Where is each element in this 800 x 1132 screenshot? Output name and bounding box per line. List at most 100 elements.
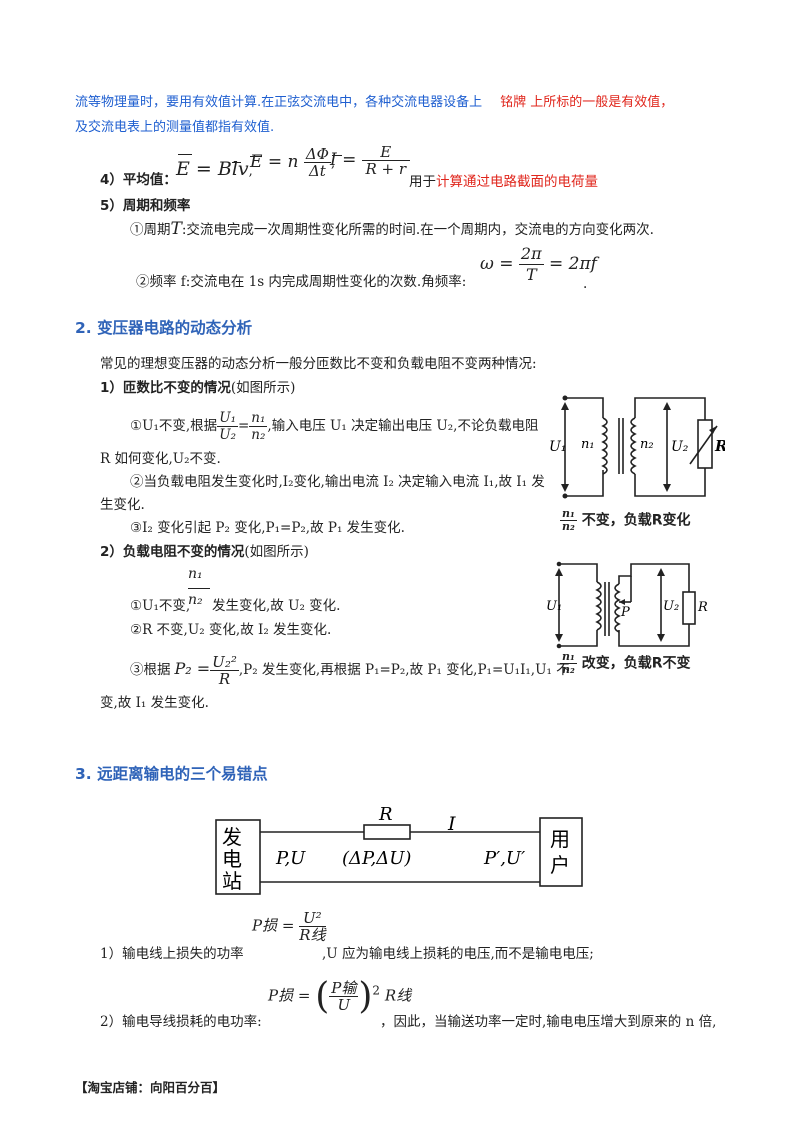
- point-1-den: R线: [299, 926, 326, 944]
- period-omega-num: 2π: [518, 244, 544, 265]
- point-1-frac: U² R线: [299, 910, 326, 944]
- case-2-line-2: ②R 不变,U₂ 变化,故 I₂ 发生变化.: [130, 622, 332, 638]
- footer-shop: 【淘宝店铺：向阳百分百】: [75, 1080, 226, 1095]
- case-1-line-4: 生变化.: [100, 497, 145, 513]
- case-2-p2-den: R: [218, 670, 231, 688]
- avg-formula-3-left: I =: [330, 150, 357, 170]
- current-label: I: [447, 813, 456, 835]
- case-1-title: 1）匝数比不变的情况(如图所示): [100, 378, 295, 398]
- intro-line-2: 及交流电表上的测量值都指有效值.: [75, 120, 275, 135]
- loss-label: (ΔP,ΔU): [342, 848, 411, 869]
- fig1-caption-den: n₂: [562, 520, 575, 533]
- intro-line-1-text: 流等物理量时，要用有效值计算.在正弦交流电中，各种交流电器设备上: [75, 95, 483, 110]
- user-char-2: 户: [550, 853, 570, 877]
- case-2-frac-line: [188, 588, 210, 589]
- avg-formula-3-den: R + r: [365, 160, 407, 178]
- avg-bar-e: [178, 154, 192, 155]
- period-omega-left: ω =: [480, 254, 514, 274]
- avg-formula-1-text: E = Blv: [176, 158, 249, 180]
- avg-formula-2-frac: ΔΦ Δt: [303, 145, 331, 180]
- source-power-label: P,U: [275, 848, 306, 869]
- fig2-caption-den: n₂: [562, 663, 575, 676]
- point-2-den: U: [337, 996, 351, 1014]
- case-1-n1: n₁: [249, 410, 268, 427]
- figure-2-transformer: U₁ P U₂ R: [546, 561, 708, 649]
- case-2-line-1-b: 发生变化,故 U₂ 变化.: [212, 598, 341, 614]
- avg-bar-e2: [250, 156, 262, 157]
- section-2-intro: 常见的理想变压器的动态分析一般分匝数比不变和负载电阻不变两种情况:: [100, 356, 537, 372]
- transmission-diagram: 发 电 站 用 户 R I P,U (ΔP,ΔU) P′,U′: [215, 806, 583, 895]
- station-char-1: 发: [222, 825, 242, 849]
- point-1-num: U²: [299, 910, 326, 927]
- period-f-end: .: [583, 276, 588, 292]
- resistor-label: R: [378, 806, 393, 825]
- user-box: [539, 817, 583, 887]
- figure-1-transformer: U₁ n₁ n₂ U₂ R: [549, 395, 725, 499]
- period-t-line: ①周期T:交流电完成一次周期性变化所需的时间.在一个周期内，交流电的方向变化两次…: [130, 219, 654, 240]
- avg-formula-2-den: Δt: [308, 162, 326, 180]
- case-1-line-3: ②当负载电阻发生变化时,I₂变化,输出电流 I₂ 决定输入电流 I₁,故 I₁ …: [130, 474, 545, 490]
- case-2-line-1: ①U₁不变,: [130, 598, 191, 614]
- avg-formula-2: E = n ΔΦ Δt ,: [250, 145, 336, 180]
- point-2-text: 2）输电导线损耗的电功率:: [100, 1014, 262, 1030]
- case-1-line-5: ③I₂ 变化引起 P₂ 变化,P₁=P₂,故 P₁ 发生变化.: [130, 520, 405, 536]
- avg-note: 用于计算通过电路截面的电荷量: [409, 172, 598, 192]
- case-2-p2-num: U₂²: [210, 653, 239, 671]
- period-omega-frac: 2π T: [518, 244, 544, 285]
- fig1-caption-num: n₁: [560, 507, 577, 521]
- case-2-line-3-b: ,P₂ 发生变化,再根据 P₁=P₂,故 P₁ 变化,P₁=U₁I₁,U₁ 不: [238, 662, 570, 678]
- case-1-line-2: R 如何变化,U₂不变.: [100, 451, 221, 467]
- period-omega-right: = 2πf: [549, 254, 597, 274]
- case-1-title-bold: 1）匝数比不变的情况: [100, 380, 231, 396]
- fig1-r-label: R: [714, 437, 725, 455]
- avg-bar-i: [332, 155, 342, 156]
- avg-formula-2-num: ΔΦ: [303, 145, 331, 163]
- intro-line-1-red: 铭牌 上所标的一般是有效值，: [500, 95, 674, 110]
- case-2-title-note: (如图所示): [244, 544, 309, 560]
- point-2-text-b: ，因此，当输送功率一定时,输电电压增大到原来的 n 倍,: [380, 1014, 717, 1030]
- case-1-n2: n₂: [251, 427, 266, 443]
- avg-formula-3: I = E R + r: [330, 144, 410, 177]
- avg-note-text: 用于: [409, 174, 436, 190]
- period-t-sym: T: [170, 219, 182, 239]
- user-power-label: P′,U′: [483, 848, 525, 869]
- fig1-caption-text: 不变，负载R变化: [581, 512, 691, 529]
- fig1-n2-label: n₂: [640, 437, 654, 452]
- case-2-title-bold: 2）负载电阻不变的情况: [100, 544, 245, 560]
- fig1-u1-label: U₁: [549, 439, 566, 455]
- avg-formula-3-num: E: [361, 144, 410, 161]
- point-2-num: P输: [329, 979, 359, 997]
- period-t-a: ①周期: [130, 222, 171, 238]
- avg-note-red: 计算通过电路截面的电荷量: [436, 174, 598, 190]
- intro-line-1: 流等物理量时，要用有效值计算.在正弦交流电中，各种交流电器设备上 铭牌 上所标的一…: [75, 93, 673, 113]
- station-char-3: 站: [222, 869, 242, 893]
- case-1-line-1-a: ①U₁不变,根据: [130, 418, 218, 434]
- period-omega-formula: ω = 2π T = 2πf: [480, 244, 597, 285]
- station-box: [215, 819, 261, 895]
- line-resistor: [363, 824, 411, 840]
- avg-formula-1: E = Blv,: [176, 158, 253, 180]
- avg-formula-3-frac: E R + r: [361, 144, 410, 178]
- case-2-p2: P₂ =: [174, 659, 211, 678]
- period-omega-den: T: [525, 265, 537, 284]
- fig2-r-label: R: [697, 600, 708, 615]
- fig2-u1-label: U₁: [546, 599, 562, 614]
- section-3-title: 3. 远距离输电的三个易错点: [75, 765, 268, 783]
- case-1-line-1-b: ,输入电压 U₁ 决定输出电压 U₂,不论负载电阻: [267, 418, 539, 434]
- point-1-text: 1）输电线上损失的功率: [100, 946, 244, 962]
- station-char-2: 电: [222, 847, 242, 871]
- fig2-caption-text: 改变，负载R不变: [581, 655, 691, 672]
- case-2-title: 2）负载电阻不变的情况(如图所示): [100, 542, 309, 562]
- period-f-line: ②频率 f:交流电在 1s 内完成周期性变化的次数.角频率:: [136, 274, 467, 290]
